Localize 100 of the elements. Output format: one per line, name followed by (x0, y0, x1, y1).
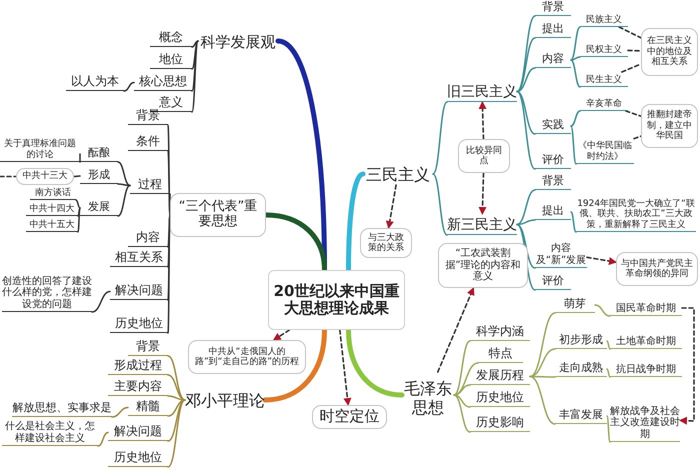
main-topic-label: 毛泽东思想 (402, 372, 454, 418)
branch-label: 历史地位 (108, 450, 168, 467)
connector-line (453, 394, 471, 408)
connector-line (123, 82, 135, 92)
topic-box: 时空定位 (312, 405, 387, 429)
connector-line (262, 328, 327, 402)
main-topic-label: 三民主义 (363, 163, 433, 185)
branch-label: 评价 (535, 153, 571, 169)
connector-line (625, 110, 642, 117)
connector-line (606, 340, 611, 350)
branch-label: 中共十四大 (26, 201, 78, 216)
branch-label: 概念 (150, 30, 192, 47)
connector-line (167, 399, 186, 468)
branch-label: 初步形成 (555, 333, 607, 349)
branch-label: 发展 (80, 200, 118, 216)
branch-label: 历史地位 (110, 316, 168, 333)
connector-line (516, 219, 536, 226)
connector-line (618, 26, 642, 39)
branch-label: 实践 (535, 118, 571, 134)
branch-label: 条件 (128, 134, 168, 151)
branch-label: 酝酿 (80, 146, 118, 162)
branch-label: 内容及“新”发展 (535, 238, 587, 268)
branch-label: 背景 (535, 0, 571, 16)
branch-label: 过程 (130, 177, 170, 194)
connector-line (594, 304, 611, 317)
branch-label: 走向成熟 (555, 361, 607, 377)
connector-line (191, 40, 199, 113)
arrow (586, 256, 617, 265)
connector-line (516, 90, 536, 170)
connector-line (169, 193, 171, 216)
branch-label: 形成 (80, 168, 118, 184)
branch-label: 《中华民国临时约法》 (576, 134, 634, 164)
topic-box: 推翻封建帝制，建立中华民国 (641, 104, 698, 148)
branch-label: 发展历程 (470, 368, 530, 385)
connector-line (570, 125, 577, 165)
branch-label: 解放战争及社会主义改造建设时期 (610, 396, 680, 442)
connector-line (570, 110, 581, 127)
connector-line (0, 176, 17, 178)
connector-line (516, 37, 536, 92)
topic-box: 中共从“走俄国人的路”到“走自己的路”的历程 (188, 340, 306, 374)
branch-label: 旧三民主义 (447, 81, 517, 102)
branch-label: 内容 (128, 230, 168, 247)
branch-label: 相互关系 (110, 250, 168, 267)
connector-line (627, 50, 642, 52)
arrow (478, 101, 487, 140)
topic-box: “三个代表”重要思想 (170, 193, 266, 237)
connector-line (191, 40, 199, 92)
connector-line (191, 40, 199, 48)
arrow (436, 287, 474, 373)
branch-label: 科学内涵 (470, 324, 530, 341)
branch-label: 抗日战争时期 (610, 361, 682, 377)
branch-label: 背景 (535, 174, 571, 190)
connector-line (570, 59, 581, 88)
branch-label: 辛亥革命 (580, 96, 628, 111)
connector-line (167, 150, 171, 216)
connector-line (117, 183, 131, 186)
main-topic-label: 科学发展观 (198, 30, 278, 52)
connector-line (453, 384, 471, 396)
branch-label: 特点 (478, 346, 523, 363)
branch-label: 1924年国民党一大确立了“联俄、联共、扶助农工”三大政策，重新解释了三民主义 (576, 180, 696, 232)
connector-line (606, 368, 611, 378)
topic-box: 与三大政策的关系 (360, 228, 412, 258)
branch-label: 中共十五大 (26, 217, 78, 232)
branch-label: 解放思想、实事求是 (12, 400, 112, 417)
arrow (386, 184, 397, 229)
connector-line (167, 355, 186, 401)
connector-line (191, 40, 199, 70)
branch-label: 背景 (128, 339, 168, 356)
topic-box: 在三民主义中的地位及相互关系 (641, 28, 698, 76)
branch-label: 丰富发展 (555, 408, 607, 424)
connector-line (606, 415, 611, 443)
branch-label: 什么是社会主义，怎样建设社会主义 (2, 414, 98, 446)
connector-line (346, 328, 404, 398)
connector-line (73, 175, 81, 178)
connector-line (570, 211, 577, 233)
connector-line (167, 374, 186, 401)
connector-line (346, 172, 366, 272)
branch-label: 评价 (535, 274, 571, 290)
connector-line (117, 161, 131, 186)
branch-label: 提出 (535, 204, 571, 220)
connector-line (453, 340, 471, 396)
connector-line (264, 212, 327, 272)
connector-line (516, 15, 536, 92)
connector-line (570, 56, 581, 61)
arrow (272, 329, 290, 341)
connector-line (75, 199, 81, 209)
branch-label: 解决问题 (108, 424, 168, 441)
branch-label: 新三民主义 (447, 214, 517, 235)
branch-label: 历史影响 (470, 415, 530, 432)
branch-label: 萌芽 (555, 297, 595, 313)
connector-line (77, 207, 81, 233)
connector-line (570, 26, 581, 61)
connector-line (529, 376, 556, 378)
arrow (679, 307, 695, 425)
topic-box: 与中国共产党民主革命纲领的异同 (616, 252, 698, 286)
branch-label: 民族主义 (580, 12, 628, 27)
branch-label: 民权主义 (580, 42, 628, 57)
topic-box: 比较异同点 (458, 139, 510, 173)
connector-line (529, 376, 556, 425)
branch-label: 国民革命时期 (610, 300, 682, 316)
